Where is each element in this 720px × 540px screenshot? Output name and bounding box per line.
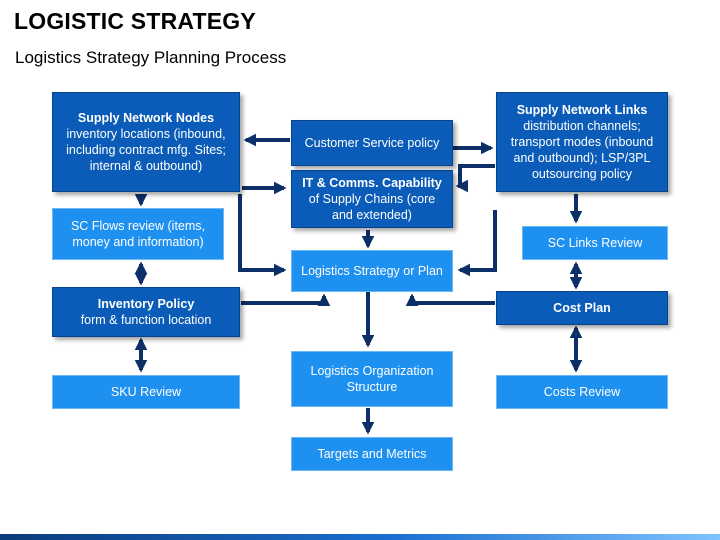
targets-metrics-box: Targets and Metrics	[291, 437, 453, 471]
supply-network-links-box: Supply Network Links distribution channe…	[496, 92, 668, 192]
sc-flows-review-box: SC Flows review (items, money and inform…	[52, 208, 224, 260]
node-label: Targets and Metrics	[317, 447, 427, 461]
it-comms-capability-box: IT & Comms. Capability of Supply Chains …	[291, 170, 453, 228]
arrow-nodes-to-strategy	[238, 194, 287, 277]
node-title: Cost Plan	[553, 301, 611, 315]
node-description: of Supply Chains (core and extended)	[308, 192, 436, 222]
node-title: Supply Network Nodes	[77, 111, 215, 125]
arrow-inventory-to-strategy	[241, 293, 331, 307]
node-title: Inventory Policy	[97, 297, 195, 311]
node-label: Costs Review	[543, 385, 621, 399]
customer-service-policy-box: Customer Service policy	[291, 120, 453, 166]
node-label: Logistics Organization Structure	[310, 364, 434, 394]
node-title: Supply Network Links	[516, 103, 648, 117]
node-description: distribution channels; transport modes (…	[510, 119, 654, 181]
node-label: Customer Service policy	[304, 136, 440, 150]
node-label: SC Flows review (items, money and inform…	[70, 219, 206, 249]
logistics-strategy-plan-box: Logistics Strategy or Plan	[291, 250, 453, 292]
costs-review-box: Costs Review	[496, 375, 668, 409]
node-label: SC Links Review	[547, 236, 643, 250]
inventory-policy-box: Inventory Policy form & function locatio…	[52, 287, 240, 337]
node-description: inventory locations (inbound, including …	[66, 127, 226, 173]
arrow-costplan-to-strategy	[405, 293, 495, 307]
node-title: IT & Comms. Capability	[302, 176, 442, 190]
footer-accent-bar	[0, 534, 720, 540]
supply-network-nodes-box: Supply Network Nodes inventory locations…	[52, 92, 240, 192]
node-label: Logistics Strategy or Plan	[301, 264, 443, 278]
arrow-links-to-it	[455, 164, 495, 193]
sku-review-box: SKU Review	[52, 375, 240, 409]
node-description: form & function location	[80, 313, 212, 327]
page-subtitle: Logistics Strategy Planning Process	[15, 48, 287, 67]
arrow-links-to-strategy	[457, 210, 497, 277]
sc-links-review-box: SC Links Review	[522, 226, 668, 260]
node-label: SKU Review	[110, 385, 182, 399]
page-title: LOGISTIC STRATEGY	[14, 8, 256, 34]
cost-plan-box: Cost Plan	[496, 291, 668, 325]
logistics-org-structure-box: Logistics Organization Structure	[291, 351, 453, 407]
